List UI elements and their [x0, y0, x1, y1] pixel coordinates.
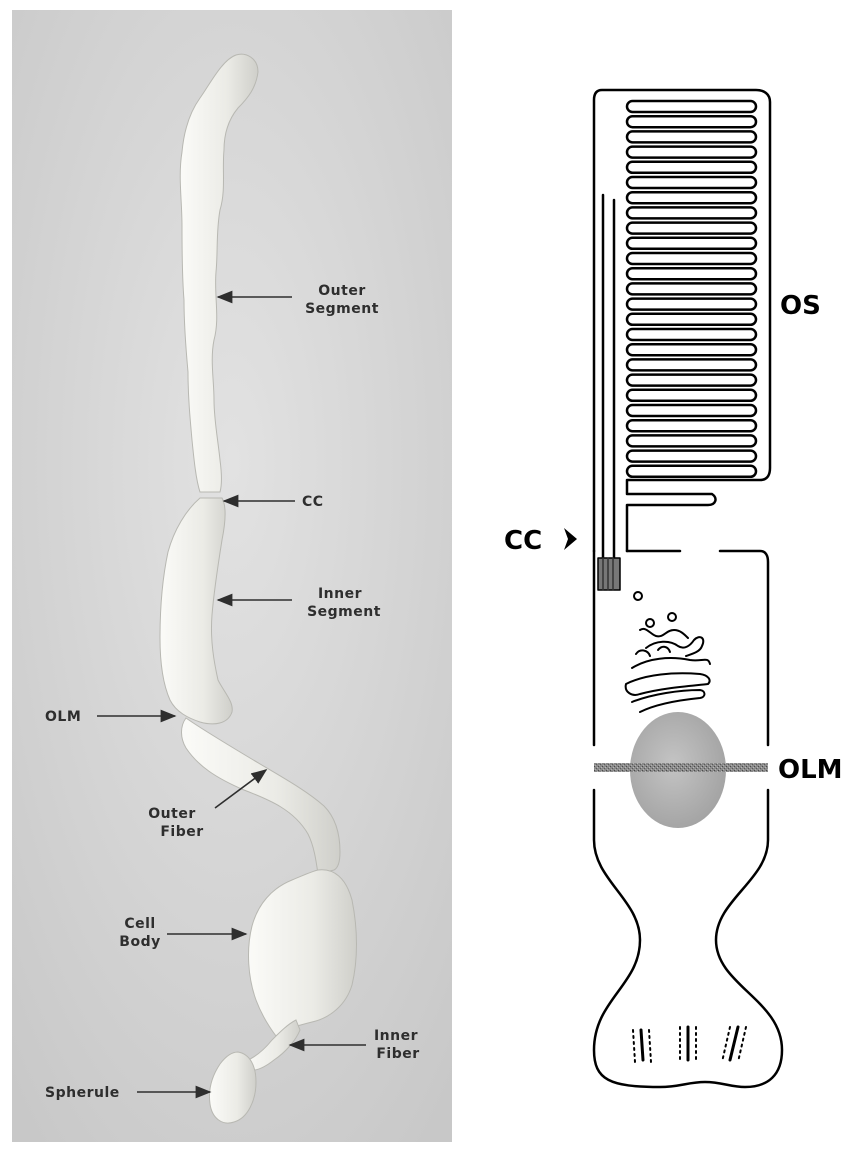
os-disc — [627, 299, 756, 310]
label-inner-segment-1: Inner — [318, 586, 362, 602]
schematic-is-outline — [627, 551, 768, 745]
os-disc — [627, 192, 756, 203]
label-outer-fiber-1: Outer — [148, 806, 195, 822]
os-disc — [627, 359, 756, 370]
label-spherule: Spherule — [45, 1085, 120, 1101]
label-cc-right: CC — [504, 526, 542, 556]
os-disc — [627, 116, 756, 127]
label-inner-fiber-2: Fiber — [376, 1046, 419, 1062]
label-outer-segment-2: Segment — [305, 301, 379, 317]
os-disc — [627, 390, 756, 401]
os-disc — [627, 405, 756, 416]
os-disc — [627, 268, 756, 279]
os-disc — [627, 283, 756, 294]
os-disc — [627, 375, 756, 386]
schematic-vesicles — [634, 592, 676, 627]
label-olm-right: OLM — [778, 755, 843, 785]
label-inner-fiber-1: Inner — [374, 1028, 418, 1044]
os-disc — [627, 329, 756, 340]
os-disc — [627, 223, 756, 234]
schematic-labels: OS CC OLM — [504, 291, 843, 785]
schematic-golgi — [626, 629, 710, 712]
os-disc — [627, 253, 756, 264]
os-disc — [627, 147, 756, 158]
schematic-cc-arrowhead — [564, 528, 577, 550]
label-cell-body-2: Body — [119, 934, 160, 950]
label-cc-left: CC — [302, 494, 324, 510]
os-disc — [627, 344, 756, 355]
os-disc — [627, 435, 756, 446]
micrograph-panel: Outer Segment CC Inner Segment OLM Outer… — [12, 10, 452, 1142]
os-disc — [627, 162, 756, 173]
os-disc — [627, 314, 756, 325]
os-disc — [627, 451, 756, 462]
os-disc — [627, 177, 756, 188]
photo-background — [12, 10, 452, 1142]
label-outer-fiber-2: Fiber — [160, 824, 203, 840]
schematic-olm-band — [594, 763, 768, 772]
schematic-synaptic-ribbons — [633, 1027, 746, 1062]
os-disc — [627, 207, 756, 218]
os-disc — [627, 420, 756, 431]
os-disc — [627, 131, 756, 142]
schematic-os-outline — [594, 90, 770, 551]
os-disc — [627, 238, 756, 249]
label-os: OS — [780, 291, 821, 321]
label-inner-segment-2: Segment — [307, 604, 381, 620]
schematic-basal-body — [598, 558, 620, 590]
label-outer-segment-1: Outer — [318, 283, 365, 299]
os-disc — [627, 101, 756, 112]
schematic-cilium — [603, 195, 614, 562]
label-olm-left: OLM — [45, 709, 81, 725]
schematic-disc-stack — [627, 101, 756, 477]
label-cell-body-1: Cell — [124, 916, 155, 932]
os-disc — [627, 466, 756, 477]
